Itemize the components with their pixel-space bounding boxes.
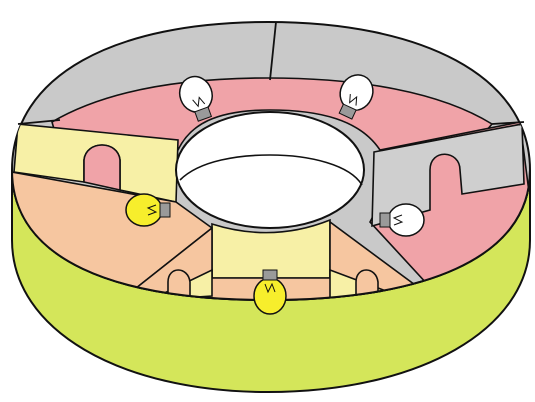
- inner-courtyard: [176, 112, 364, 228]
- wall-left-doorway: [84, 145, 120, 190]
